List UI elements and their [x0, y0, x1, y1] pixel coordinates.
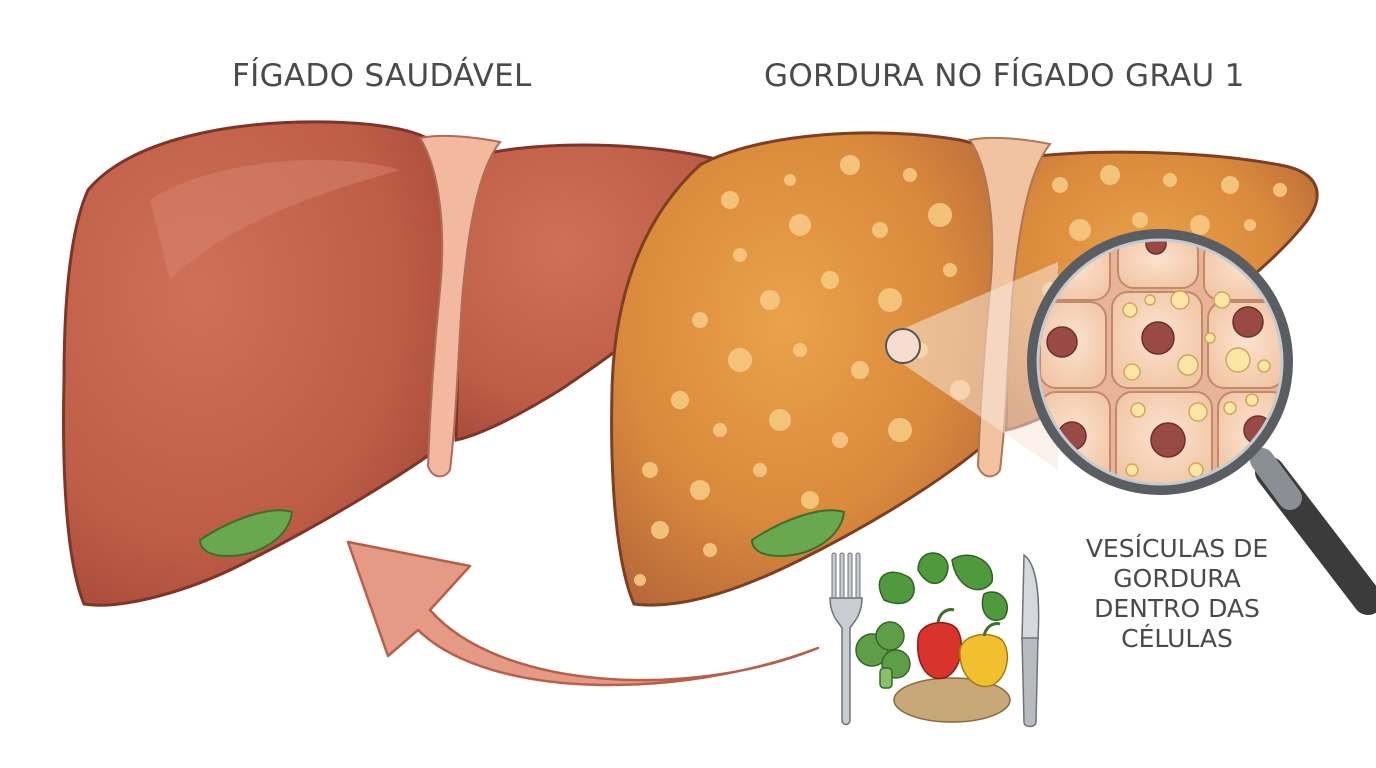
magnifier-caption: VESÍCULAS DE GORDURA DENTRO DAS CÉLULAS — [1062, 534, 1292, 654]
curved-arrow-icon — [346, 540, 820, 687]
broccoli — [855, 621, 911, 689]
magnifier-lens — [1027, 229, 1293, 495]
healthy-liver-left-lobe — [62, 120, 452, 607]
caption-line: GORDURA — [1113, 564, 1241, 593]
caption-line: DENTRO DAS — [1094, 594, 1260, 623]
healthy-liver-title: FÍGADO SAUDÁVEL — [232, 58, 532, 94]
yellow-pepper — [959, 633, 1009, 688]
healthy-liver-ligament — [418, 134, 502, 478]
healthy-liver-highlight — [150, 160, 400, 280]
magnifier-icon — [885, 229, 1376, 615]
red-pepper — [917, 621, 963, 680]
fatty-liver-title: GORDURA NO FÍGADO GRAU 1 — [764, 58, 1245, 94]
spinach-leaves — [878, 552, 1009, 621]
rice-pile — [893, 677, 1011, 723]
fork-icon — [829, 552, 863, 726]
magnifier-focus-point — [885, 328, 921, 364]
caption-line: VESÍCULAS DE — [1085, 534, 1269, 563]
gallbladder-fatty — [750, 509, 846, 558]
caption-line: CÉLULAS — [1121, 624, 1233, 653]
knife-icon — [1021, 553, 1040, 728]
gallbladder-healthy — [198, 509, 294, 558]
vegetables-icon — [855, 552, 1011, 723]
magnifier-beam — [900, 262, 1058, 470]
